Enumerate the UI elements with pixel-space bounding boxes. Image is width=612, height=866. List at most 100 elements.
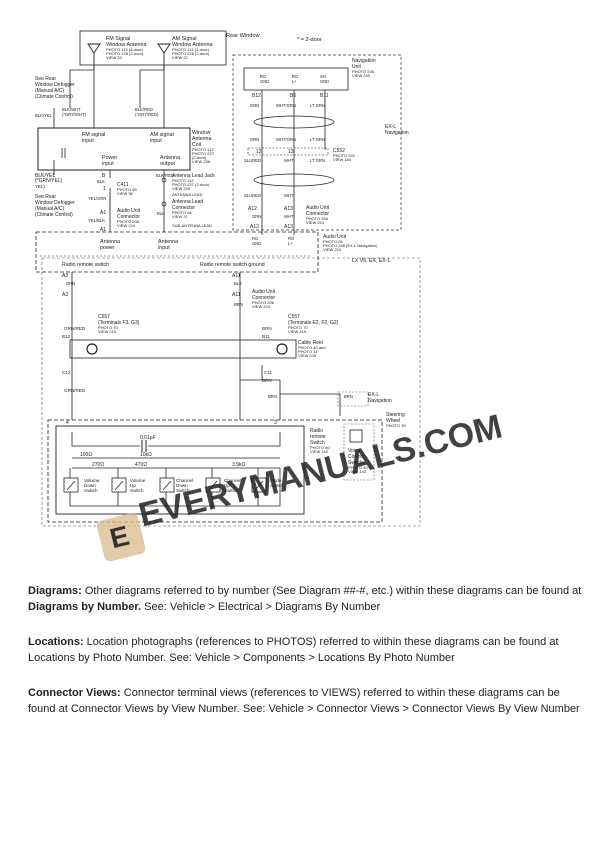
svg-text:VIEW 224: VIEW 224: [117, 223, 136, 228]
defogger-top-label: See Rear Window Defogger (Manual A/C) (C…: [35, 76, 75, 100]
svg-text:BLK/WHT: BLK/WHT: [62, 107, 81, 112]
svg-text:SUB-ANTENNA LEAD: SUB-ANTENNA LEAD: [172, 223, 212, 228]
svg-text:C557: C557: [288, 314, 300, 320]
svg-text:3.9kΩ: 3.9kΩ: [232, 462, 245, 468]
svg-text:FM Signal: FM Signal: [106, 36, 130, 42]
svg-text:C557: C557: [98, 314, 110, 320]
svg-text:PHOTO 206: PHOTO 206: [117, 219, 140, 224]
svg-text:GRN: GRN: [250, 103, 259, 108]
svg-text:VIEW 184: VIEW 184: [333, 157, 352, 162]
c557-left-label: C557 (Terminals F3, G3) PHOTO 70 VIEW 21…: [98, 314, 140, 334]
svg-text:VIEW 142: VIEW 142: [310, 449, 329, 454]
cable-reel: [69, 339, 297, 359]
svg-text:VIEW 215: VIEW 215: [98, 329, 117, 334]
svg-text:SLURED: SLURED: [244, 158, 261, 163]
svg-text:B: B: [102, 173, 106, 179]
audio-unit-box: RG GND RG L+ Antenna power Antenna input…: [35, 231, 319, 273]
svg-text:Switch: Switch: [176, 488, 190, 493]
svg-text:YEL/GRN: YEL/GRN: [88, 196, 106, 201]
svg-text:470Ω: 470Ω: [135, 462, 147, 468]
antenna-coil-box: FM signal input AM signal input Power in…: [37, 127, 191, 171]
svg-text:BLK/RED: BLK/RED: [156, 173, 174, 178]
c557-right-label: C557 (Terminals E2, F2, G2) PHOTO 70 VIE…: [288, 314, 339, 334]
svg-text:VIEW 22: VIEW 22: [172, 55, 189, 60]
svg-text:RG: RG: [252, 236, 258, 241]
coil-pins: B BLK 1 YEL/GRN A1 YEL/BLK A1 BLK/RED BL…: [88, 173, 174, 233]
svg-text:PHOTO 246 (EX-L Navigation): PHOTO 246 (EX-L Navigation): [323, 243, 378, 248]
wiring-diagram: Rear Window * = 2-door FM Signal Window …: [35, 30, 506, 562]
steering-wheel-label: Steering Wheel PHOTO 39: [386, 412, 406, 428]
svg-text:A13: A13: [284, 206, 293, 212]
two-door-note: * = 2-door: [297, 37, 322, 43]
svg-text:YEL): YEL): [35, 184, 45, 189]
svg-text:Audio Unit: Audio Unit: [323, 234, 347, 240]
wire-colors-top: BLK/WHT (*GRY/WHT) BLK/RED (*GRY/RED) BL…: [35, 107, 159, 118]
svg-text:Up: Up: [224, 483, 230, 488]
svg-text:VIEW 224: VIEW 224: [252, 304, 271, 309]
svg-text:VIEW 230: VIEW 230: [352, 73, 371, 78]
svg-text:A11: A11: [232, 292, 241, 298]
svg-text:output: output: [160, 161, 175, 167]
svg-text:PHOTO 70: PHOTO 70: [98, 325, 118, 330]
svg-text:A1: A1: [100, 227, 106, 233]
svg-text:VIEW 224: VIEW 224: [323, 247, 342, 252]
svg-text:13: 13: [288, 149, 294, 155]
svg-text:Down: Down: [176, 483, 188, 488]
svg-text:Switch: Switch: [130, 488, 144, 493]
svg-text:A3: A3: [62, 292, 68, 298]
switch-icons: [63, 468, 281, 507]
svg-text:B11: B11: [262, 334, 270, 339]
svg-text:L+: L+: [288, 241, 293, 246]
svg-text:(*GRY/WHT): (*GRY/WHT): [62, 112, 87, 117]
svg-text:Navigation: Navigation: [352, 58, 376, 64]
svg-text:GRN/RED: GRN/RED: [64, 388, 86, 393]
svg-text:Volume: Volume: [130, 478, 146, 483]
svg-text:BRN: BRN: [234, 302, 243, 307]
svg-text:270Ω: 270Ω: [92, 462, 104, 468]
svg-text:100Ω: 100Ω: [80, 452, 92, 458]
svg-text:VIEW 143: VIEW 143: [348, 469, 367, 474]
svg-text:A1: A1: [100, 210, 106, 216]
svg-text:Window Defogger: Window Defogger: [35, 200, 75, 206]
svg-text:C11: C11: [264, 370, 273, 375]
svg-text:A12: A12: [248, 206, 257, 212]
svg-text:(Terminals E2, F2, G2): (Terminals E2, F2, G2): [288, 320, 339, 326]
svg-text:EX-L: EX-L: [368, 392, 379, 398]
svg-text:EVERYMANUALS.COM: EVERYMANUALS.COM: [135, 407, 506, 534]
exl-nav-label-2: EX-L Navigation: [368, 392, 392, 404]
svg-text:See Rear: See Rear: [35, 194, 56, 200]
svg-text:Window: Window: [192, 130, 211, 136]
svg-text:PHOTO 241: PHOTO 241: [333, 153, 356, 158]
svg-text:LT GRN: LT GRN: [310, 158, 325, 163]
svg-text:B12: B12: [252, 93, 261, 99]
svg-text:Volume: Volume: [84, 478, 100, 483]
svg-text:B6: B6: [290, 93, 296, 99]
svg-text:(Manual A/C): (Manual A/C): [35, 206, 65, 212]
svg-text:Radio remote switch: Radio remote switch: [62, 262, 109, 268]
svg-text:3: 3: [274, 420, 277, 426]
am-antenna-label: AM Signal Window Antenna PHOTO 113 (4-do…: [172, 36, 212, 60]
svg-text:4: 4: [66, 420, 69, 426]
svg-text:ANTENNA LEAD: ANTENNA LEAD: [172, 192, 203, 197]
svg-text:Connector: Connector: [172, 205, 195, 211]
svg-text:VIEW 215: VIEW 215: [288, 329, 307, 334]
svg-text:Antenna Lead Jack: Antenna Lead Jack: [172, 173, 215, 179]
svg-text:VIEW 225: VIEW 225: [298, 353, 317, 358]
nav-unit-label: Navigation Unit PHOTO 236 VIEW 230: [352, 58, 376, 78]
svg-text:WHT: WHT: [284, 214, 294, 219]
svg-text:VIEW 37: VIEW 37: [172, 214, 189, 219]
svg-text:PHOTO 206: PHOTO 206: [306, 216, 329, 221]
svg-text:(*GRY/RED): (*GRY/RED): [135, 112, 159, 117]
svg-text:PHOTO 236: PHOTO 236: [352, 69, 375, 74]
svg-text:Antenna: Antenna: [158, 239, 178, 245]
c552-label: C552 PHOTO 241 VIEW 184: [333, 148, 356, 162]
svg-text:B11: B11: [320, 93, 329, 99]
svg-text:WHT/GRN: WHT/GRN: [276, 137, 296, 142]
svg-text:A12: A12: [250, 224, 259, 230]
svg-text:BLK: BLK: [157, 211, 165, 216]
note-locations: Locations: Location photographs (referen…: [28, 636, 559, 664]
svg-text:Coil: Coil: [192, 142, 201, 148]
svg-text:RG: RG: [292, 74, 298, 79]
svg-text:Radio: Radio: [310, 428, 323, 434]
svg-text:power: power: [100, 245, 115, 251]
